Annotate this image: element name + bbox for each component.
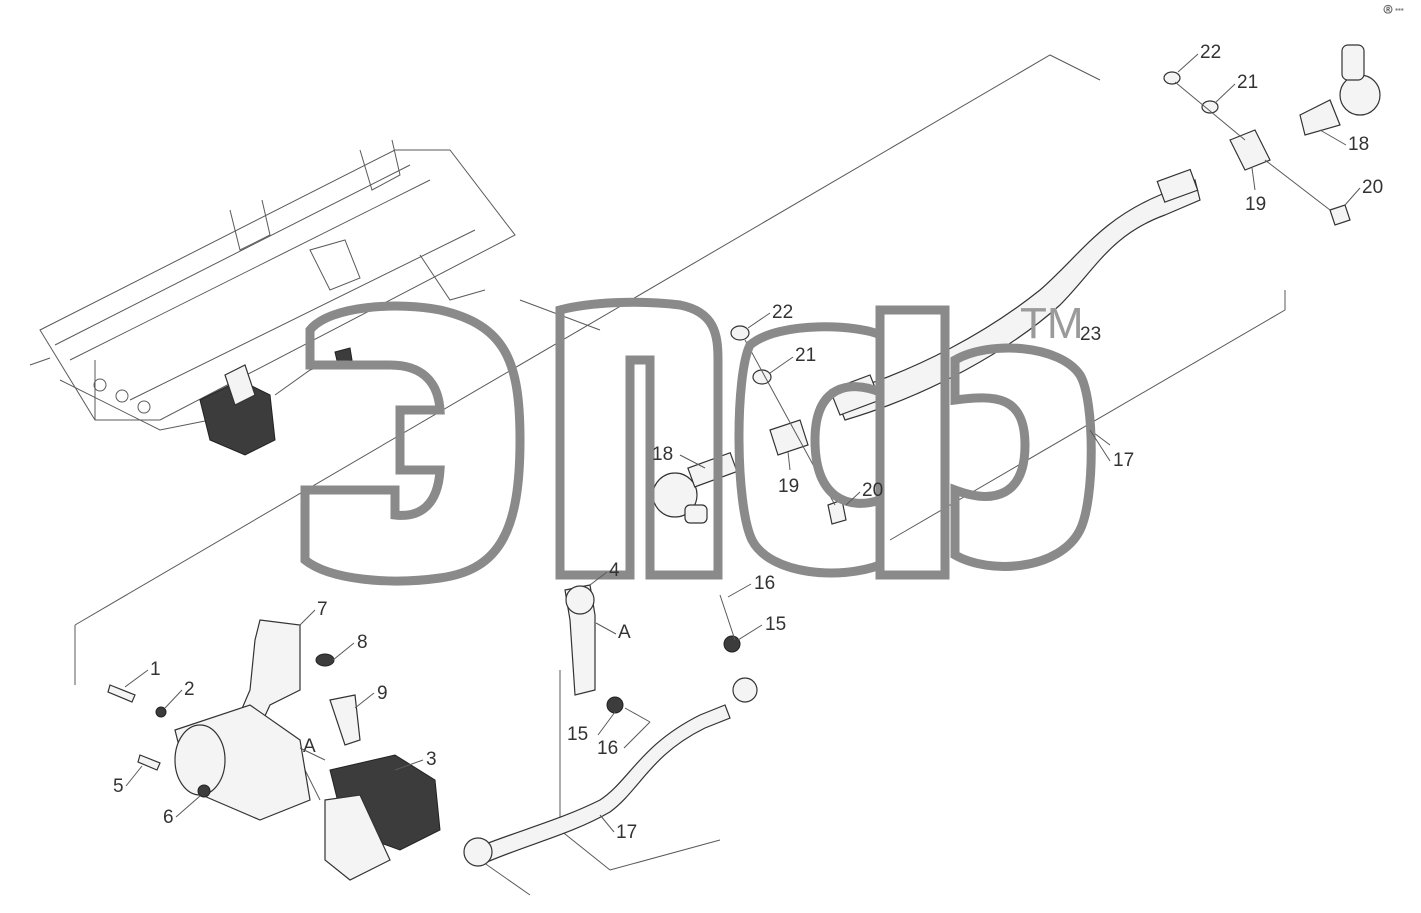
upper-tie-rod-assembly [652,44,1381,525]
callout-19-upper: 19 [1245,194,1266,215]
callout-20-upper: 20 [1362,177,1383,198]
callout-6: 6 [163,807,174,828]
trademark-mark: TM [1020,299,1084,348]
callout-21-mid: 21 [795,345,816,366]
callout-23: 23 [1080,324,1101,345]
callout-4: 4 [609,560,620,581]
callout-1: 1 [150,659,161,680]
callout-17-lower: 17 [616,822,637,843]
callout-5: 5 [113,776,124,797]
callout-9: 9 [377,683,388,704]
callout-18-upper: 18 [1348,134,1369,155]
callout-8: 8 [357,632,368,653]
callout-21-upper: 21 [1237,72,1258,93]
callout-2: 2 [184,679,195,700]
callout-22-upper: 22 [1200,42,1221,63]
callout-20-mid: 20 [862,480,883,501]
callout-7: 7 [317,599,328,620]
callout-15-right: 15 [765,614,786,635]
callout-leaders [124,53,1361,833]
corner-mark: ®️ ▪▪▪ [1383,4,1404,14]
callout-15-lower: 15 [567,724,588,745]
callout-17-upper: 17 [1113,450,1134,471]
watermark: TM [300,297,1096,586]
callout-3: 3 [426,749,437,770]
callout-A-pitman: A [618,622,631,643]
callout-19-mid: 19 [778,476,799,497]
steering-gear-assembly [107,619,441,881]
callout-16-lower: 16 [597,738,618,759]
callout-22-mid: 22 [772,302,793,323]
callout-labels: 1 2 3 4 5 6 7 8 9 15 15 16 16 17 17 18 1… [113,42,1383,843]
callout-16-right: 16 [754,573,775,594]
callout-18-mid: 18 [652,444,673,465]
callout-A-gear: A [303,736,316,757]
pitman-arm-and-tie-rod [463,584,758,867]
